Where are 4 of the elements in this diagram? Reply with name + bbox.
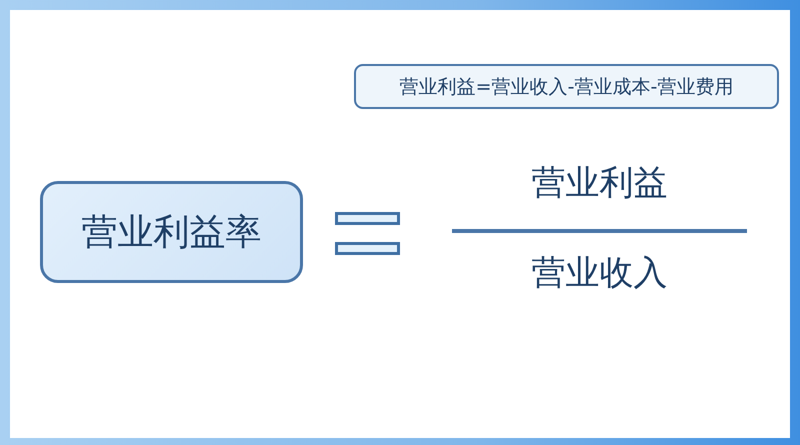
denominator-text: 营业收入 — [530, 252, 668, 295]
numerator-text: 营业利益 — [530, 162, 668, 205]
term-box: 营业利益率 — [40, 181, 303, 283]
formula-box: 营业利益=营业收入-营业成本-营业费用 — [354, 64, 779, 109]
